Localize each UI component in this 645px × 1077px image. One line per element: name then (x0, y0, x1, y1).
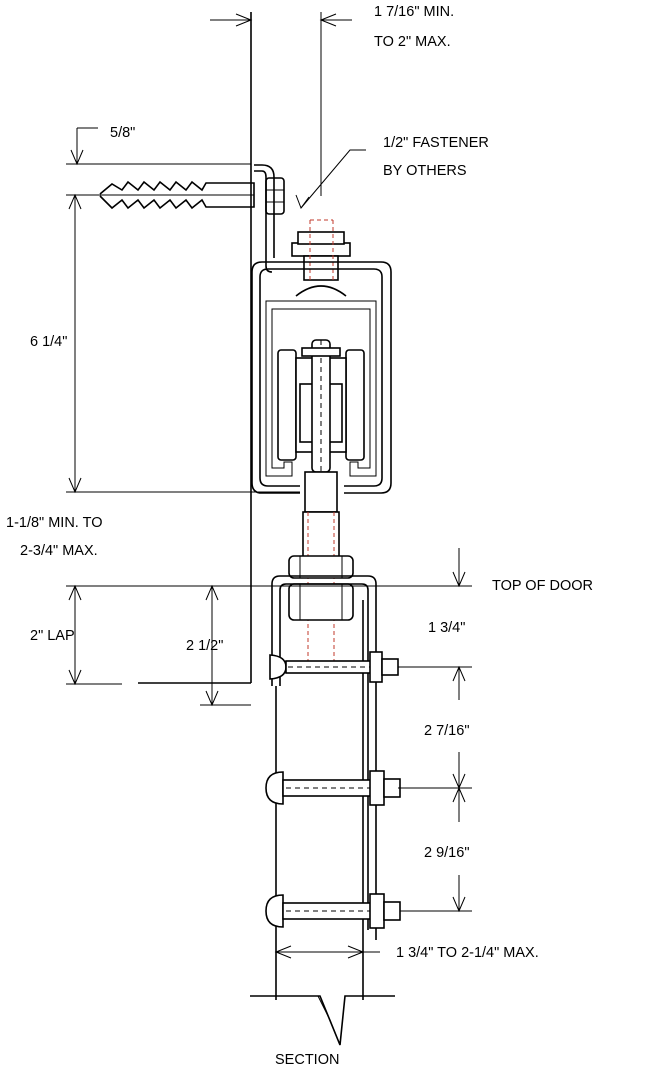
lap-dimension (66, 584, 122, 686)
bolt-2 (265, 770, 401, 806)
fastener-label-line2: BY OTHERS (383, 163, 467, 179)
fastener-leader (295, 149, 366, 210)
fastener-label-line1: 1/2" FASTENER (383, 135, 489, 151)
bolt-spacing-dimensions (398, 665, 472, 913)
clearance-label-line2: TO 2" MAX. (374, 34, 451, 50)
bracket-height-dimension (205, 584, 219, 707)
bolt-spacing-2-label: 2 9/16" (424, 845, 469, 861)
bolt-spacing-1-label: 2 7/16" (424, 723, 469, 739)
header-wall (138, 12, 252, 706)
height-label: 6 1/4" (30, 334, 67, 350)
section-title: SECTION (275, 1052, 339, 1068)
top-stud (291, 219, 351, 282)
adjust-label-line2: 2-3/4" MAX. (20, 543, 98, 559)
clearance-label-line1: 1 7/16" MIN. (374, 4, 454, 20)
top-of-door-line (66, 548, 472, 588)
bolt-1 (269, 651, 399, 683)
adjust-label-line1: 1-1/8" MIN. TO (6, 515, 102, 531)
offset-dimension (66, 127, 241, 166)
track-housing (251, 261, 392, 494)
adjust-nuts (288, 555, 354, 621)
bolt-3 (265, 893, 401, 929)
door-bracket (271, 575, 377, 940)
lag-screw (99, 177, 285, 215)
top-of-door-label: TOP OF DOOR (492, 578, 593, 594)
bolt-1-offset-label: 1 3/4" (428, 620, 465, 636)
bracket-height-label: 2 1/2" (186, 638, 223, 654)
door-thickness-label: 1 3/4" TO 2-1/4" MAX. (396, 945, 539, 961)
mounting-angle (254, 164, 275, 273)
clearance-dimension (210, 12, 352, 196)
lap-label: 2" LAP (30, 628, 75, 644)
door-thickness-dimension (274, 945, 380, 959)
offset-label: 5/8" (110, 125, 135, 141)
height-dimension (66, 193, 300, 494)
trolley (277, 339, 365, 473)
